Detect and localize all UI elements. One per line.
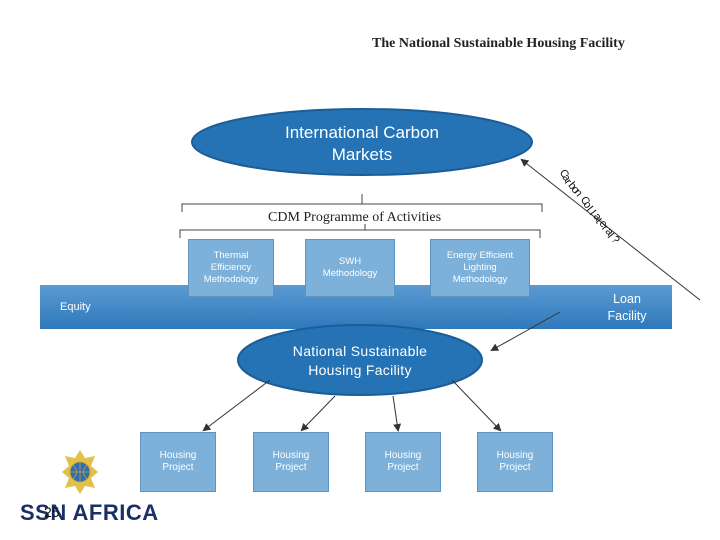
facility-line-1: National Sustainable [292,343,428,359]
carbon-collateral-arrow [520,158,701,301]
project-1-line-1: Housing [159,450,197,461]
methodology-2-line-1: SWH [338,256,362,267]
facility-to-project-2-arrow [300,395,336,432]
methodology-2-line-2: Methodology [322,268,378,279]
top-node-line-2: Markets [331,145,393,164]
programme-label: CDM Programme of Activities [268,210,442,225]
loan-facility-label: Loan Facility [590,291,664,325]
methodology-3-line-2: Lighting [463,262,497,273]
project-4-line-2: Project [499,462,531,473]
project-2-line-2: Project [275,462,307,473]
methodology-brace [179,224,541,238]
equity-label: Equity [60,301,91,313]
methodology-box-lighting[interactable]: Energy Efficient Lighting Methodology [430,239,530,297]
loan-line-1: Loan [613,292,641,306]
methodology-1-line-2: Efficiency [210,262,252,273]
methodology-3-line-3: Methodology [452,274,508,285]
international-carbon-markets-node[interactable] [191,108,533,176]
programme-brace [181,194,543,212]
methodology-1-line-1: Thermal [213,250,249,261]
national-housing-facility-label: National Sustainable Housing Facility [260,342,460,380]
loan-line-2: Facility [607,309,647,323]
methodology-3-line-1: Energy Efficient [446,250,514,261]
globe-logo-icon [62,450,98,494]
methodology-1-line-3: Methodology [203,274,259,285]
facility-to-project-1-arrow [202,379,271,432]
loan-arrow [490,311,561,351]
project-3-line-1: Housing [384,450,422,461]
slide-title: The National Sustainable Housing Facilit… [372,36,625,51]
methodology-box-thermal[interactable]: Thermal Efficiency Methodology [188,239,274,297]
ssn-africa-logo: SSN AFRICA [20,448,158,528]
international-carbon-markets-label: International Carbon Markets [242,122,482,166]
facility-line-2: Housing Facility [308,362,412,378]
facility-to-project-3-arrow [392,395,402,432]
methodology-box-swh[interactable]: SWH Methodology [305,239,395,297]
top-node-line-1: International Carbon [284,123,440,142]
national-housing-facility-node[interactable] [237,324,483,396]
project-2-line-1: Housing [272,450,310,461]
facility-to-project-4-arrow [451,379,502,432]
project-3-line-2: Project [387,462,419,473]
project-4-line-1: Housing [496,450,534,461]
page-number: 25 [44,504,60,520]
project-1-line-2: Project [162,462,194,473]
logo-wordmark: SSN AFRICA [20,500,159,525]
